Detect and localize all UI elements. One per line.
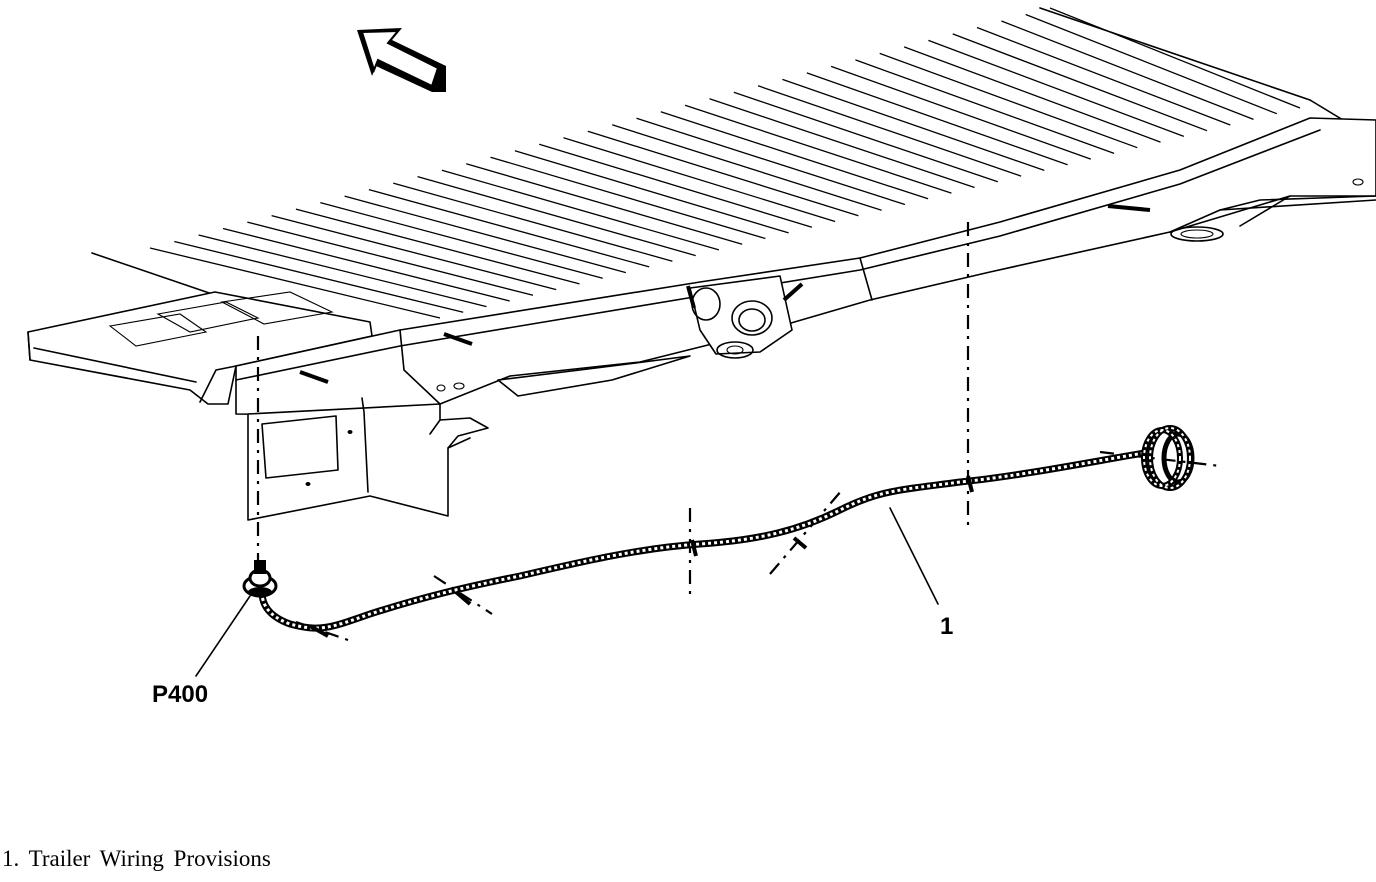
- wiring-harness-icon: [258, 448, 1154, 638]
- frame-rail: [235, 117, 1376, 417]
- floor-rib: [466, 163, 743, 245]
- floor-rib: [636, 117, 906, 206]
- floor-rib: [1001, 20, 1254, 121]
- connector-icon: [242, 560, 278, 598]
- legend-item-1: 1. Trailer Wiring Provisions: [2, 846, 271, 871]
- floor-rib: [733, 91, 999, 183]
- floor-rib: [855, 59, 1115, 155]
- leader-lines: [195, 507, 939, 677]
- mounting-bracket: [247, 397, 489, 521]
- floor-rib: [295, 208, 580, 285]
- floor-rib: [441, 169, 720, 251]
- floor-rib: [709, 98, 975, 189]
- floor-rib: [320, 201, 603, 279]
- floor-rib: [563, 137, 836, 223]
- floor-rib: [149, 247, 441, 319]
- callout-p400: P400: [152, 681, 208, 708]
- bed-floor-ribs: [149, 7, 1301, 319]
- coiled-wire-icon: [1141, 425, 1195, 491]
- floor-rib: [490, 156, 766, 240]
- floor-rib: [271, 214, 557, 291]
- floor-rib: [952, 33, 1208, 132]
- floor-rib: [806, 72, 1068, 166]
- bed-floor: [91, 7, 1376, 297]
- floor-rib: [587, 130, 859, 217]
- floor-rib: [612, 124, 882, 211]
- floor-rib: [539, 143, 813, 228]
- floor-rib: [344, 195, 627, 274]
- floor-rib: [393, 182, 673, 262]
- floor-rib: [879, 52, 1138, 149]
- floor-rib: [830, 65, 1092, 160]
- floor-rib: [514, 150, 789, 234]
- rear-crossmember: [27, 291, 373, 405]
- floor-rib: [417, 175, 696, 257]
- floor-rib: [976, 26, 1231, 126]
- floor-rib: [247, 221, 534, 296]
- floor-rib: [222, 227, 510, 302]
- floor-rib: [757, 85, 1022, 177]
- floor-rib: [928, 39, 1185, 138]
- floor-rib: [903, 46, 1161, 143]
- floor-rib: [660, 111, 929, 200]
- forward-arrow-icon: [357, 28, 446, 92]
- floor-rib: [1025, 13, 1278, 115]
- floor-rib: [198, 234, 487, 308]
- floor-rib: [684, 104, 952, 194]
- floor-rib: [368, 188, 650, 268]
- floor-rib: [1049, 7, 1301, 109]
- floor-rib: [174, 240, 464, 313]
- floor-rib: [782, 78, 1045, 172]
- callout-1: 1: [940, 613, 953, 640]
- fastener-icons: [299, 204, 1151, 384]
